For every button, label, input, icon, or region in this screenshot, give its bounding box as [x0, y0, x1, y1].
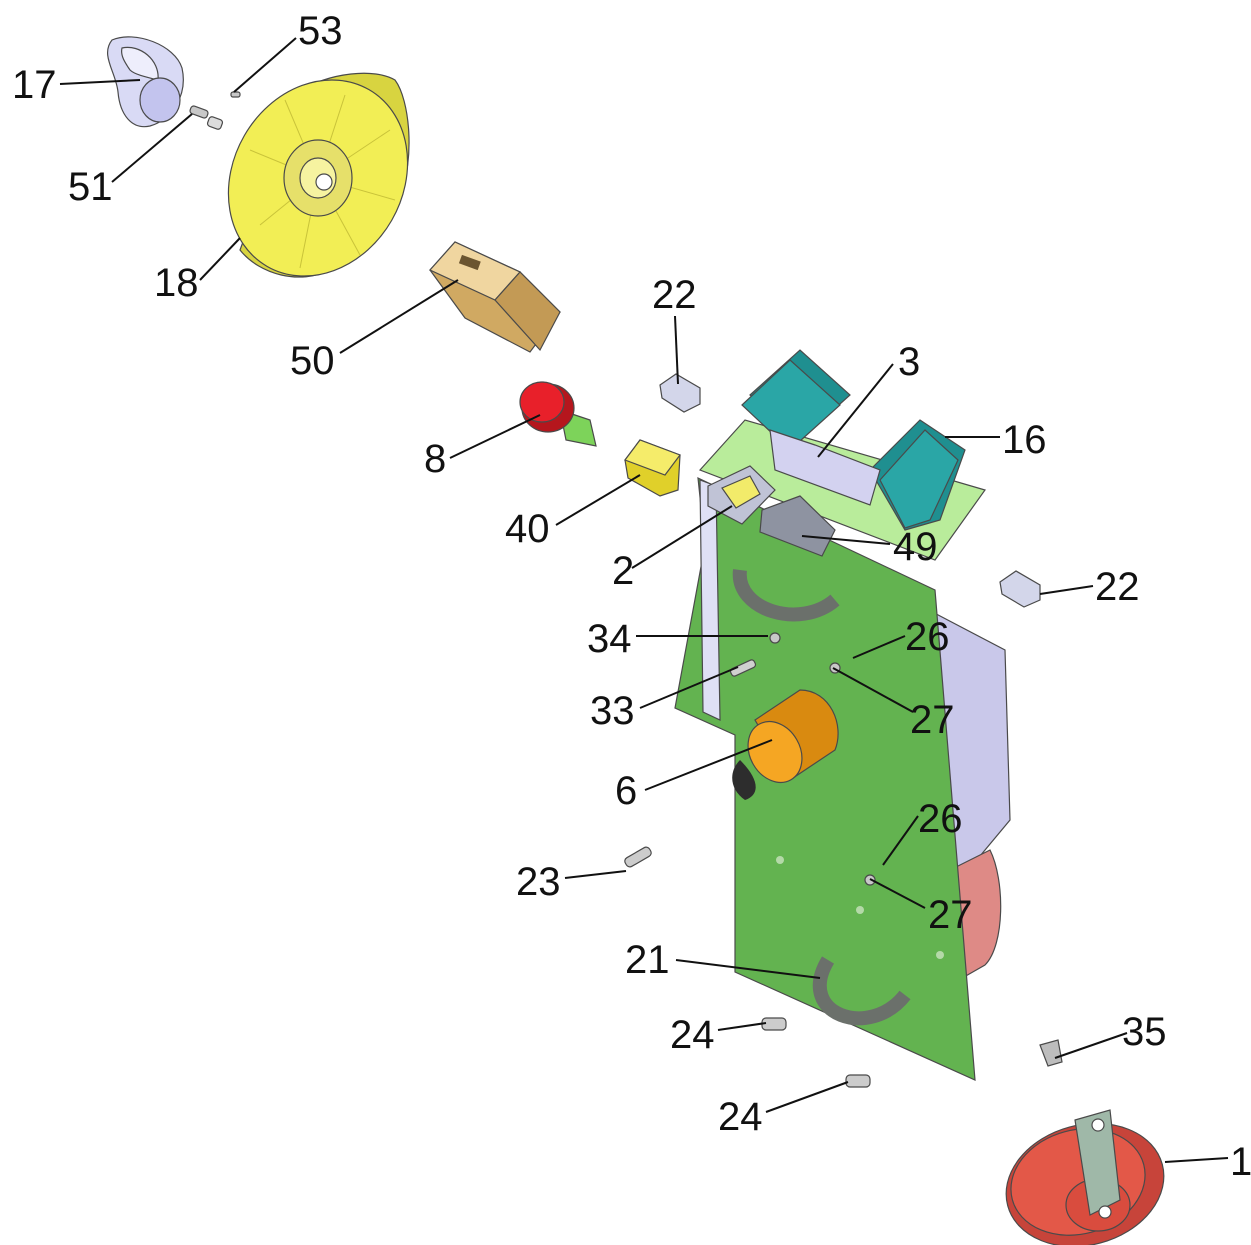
- callout-labels: 17 53 51 18 50 22 3 16 8 40 2 49 22 34 2…: [12, 9, 1251, 1184]
- callout-22-right: 22: [1095, 565, 1140, 609]
- board-assembly: [674, 349, 1011, 1081]
- callout-6: 6: [615, 769, 637, 813]
- solenoid-left: [741, 349, 851, 451]
- knob-part: [106, 36, 184, 128]
- callout-50: 50: [290, 339, 335, 383]
- callout-34: 34: [587, 617, 632, 661]
- callout-35: 35: [1122, 1010, 1167, 1054]
- solenoid-right: [869, 419, 966, 531]
- callout-27-upper: 27: [910, 698, 955, 742]
- screw-part-33: [729, 659, 757, 677]
- screw-part-upper: [659, 373, 701, 413]
- screw-part-23: [624, 846, 652, 868]
- callout-26-lower: 26: [918, 797, 963, 841]
- leader-lines: [59, 37, 1229, 1163]
- screw-part-right: [999, 570, 1041, 608]
- callout-40: 40: [505, 507, 550, 551]
- callout-49: 49: [893, 525, 938, 569]
- callout-2: 2: [612, 549, 634, 593]
- pin-part: [230, 91, 241, 98]
- callout-53: 53: [298, 9, 343, 53]
- callout-22-upper: 22: [652, 273, 697, 317]
- set-screw-part: [189, 105, 224, 130]
- screw-part-24-lower: [845, 1074, 871, 1088]
- callout-24-upper: 24: [670, 1013, 715, 1057]
- callout-16: 16: [1002, 418, 1047, 462]
- callout-23: 23: [516, 860, 561, 904]
- callout-17: 17: [12, 63, 57, 107]
- callout-8: 8: [424, 437, 446, 481]
- plug-part: [624, 439, 681, 497]
- callout-24-lower: 24: [718, 1095, 763, 1139]
- callout-1: 1: [1230, 1140, 1251, 1184]
- push-button-part: [519, 381, 597, 447]
- capacitor-part: [732, 689, 839, 800]
- callout-27-lower: 27: [928, 893, 973, 937]
- dial-part: [227, 72, 410, 278]
- callout-26-upper: 26: [905, 615, 950, 659]
- callout-18: 18: [154, 261, 199, 305]
- callout-33: 33: [590, 689, 635, 733]
- foot-part: [1005, 1109, 1165, 1245]
- callout-3: 3: [898, 340, 920, 384]
- callout-21: 21: [625, 938, 670, 982]
- screw-part-35: [1039, 1039, 1063, 1067]
- callout-51: 51: [68, 165, 113, 209]
- switch-block-part: [429, 241, 561, 353]
